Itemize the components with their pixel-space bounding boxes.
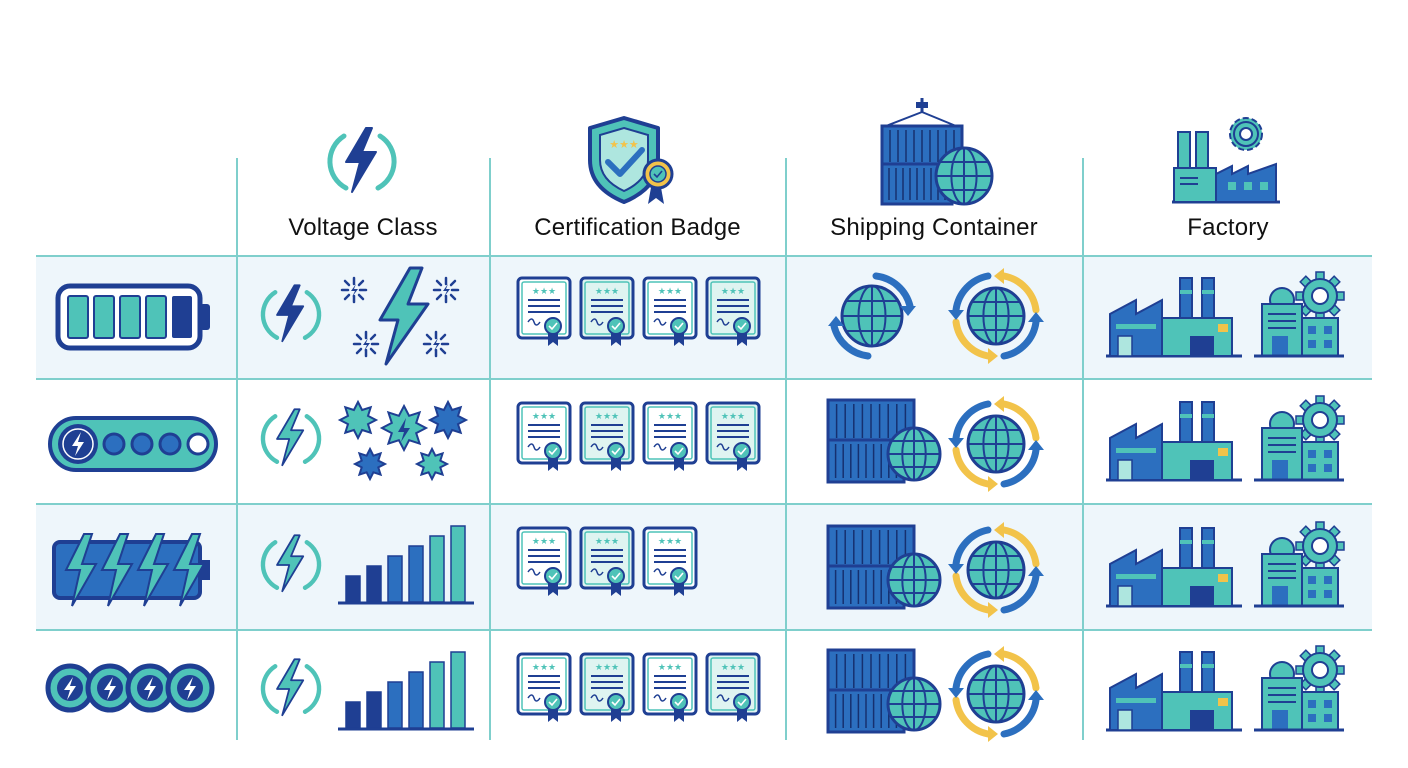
certificates-icon: ★★★ ★★★ ★★★ ★★★ [516, 276, 761, 346]
container-globe-icon [826, 648, 942, 734]
factory-icon [1106, 651, 1242, 732]
factory-icon [1106, 401, 1242, 482]
header-voltage-class: Voltage Class [288, 214, 438, 241]
svg-text:★★★: ★★★ [532, 287, 556, 297]
header-certification-badge: Certification Badge [534, 214, 741, 241]
header-factory: Factory [1187, 214, 1269, 241]
certificates-icon: ★★★ ★★★ ★★★ ★★★ [516, 401, 761, 471]
container-globe-icon [826, 398, 942, 484]
globe-cycle-icon [828, 272, 916, 360]
dot-slider-icon [48, 416, 218, 472]
svg-text:★★★: ★★★ [721, 663, 745, 673]
lightning-bolt-icon [327, 127, 397, 193]
grid-line [236, 158, 238, 740]
svg-text:★★★: ★★★ [532, 412, 556, 422]
lightning-battery-icon [52, 533, 210, 607]
grid-line [36, 255, 1372, 257]
header-shipping-container: Shipping Container [830, 214, 1038, 241]
globe-cycle-icon [948, 396, 1044, 492]
factory-gear-icon [1172, 117, 1280, 204]
container-globe-icon [826, 524, 942, 610]
factory-icon [1106, 527, 1242, 608]
bar-chart-icon [338, 651, 474, 731]
svg-text:★★★: ★★★ [609, 138, 639, 151]
grid-line [36, 629, 1372, 631]
container-globe-icon [880, 98, 994, 206]
svg-text:★★★: ★★★ [595, 412, 619, 422]
voltage-bolt-icon [260, 534, 322, 593]
svg-text:★★★: ★★★ [595, 663, 619, 673]
grid-line [489, 158, 491, 740]
voltage-bolt-icon [260, 408, 322, 467]
globe-cycle-icon [948, 268, 1044, 364]
svg-text:★★★: ★★★ [532, 663, 556, 673]
grid-line [36, 378, 1372, 380]
svg-text:★★★: ★★★ [595, 287, 619, 297]
grid-line [785, 158, 787, 740]
certificates-icon: ★★★ ★★★ ★★★ [516, 526, 698, 596]
svg-text:★★★: ★★★ [532, 537, 556, 547]
svg-text:★★★: ★★★ [658, 663, 682, 673]
svg-text:★★★: ★★★ [595, 537, 619, 547]
factory-icon [1106, 277, 1242, 358]
gear-building-icon [1254, 395, 1345, 482]
grid-line [1082, 158, 1084, 740]
shield-badge-icon: ★★★ [588, 116, 674, 204]
sparks-bolt-icon [340, 266, 460, 366]
svg-text:★★★: ★★★ [721, 287, 745, 297]
bar-chart-icon [338, 525, 474, 605]
stars-icon [337, 399, 469, 482]
globe-cycle-icon [948, 646, 1044, 742]
gear-building-icon [1254, 645, 1345, 732]
chain-rings-icon [45, 663, 215, 713]
globe-cycle-icon [948, 522, 1044, 618]
gear-building-icon [1254, 521, 1345, 608]
svg-text:★★★: ★★★ [658, 537, 682, 547]
grid-line [36, 503, 1372, 505]
voltage-bolt-icon [260, 284, 322, 343]
gear-building-icon [1254, 271, 1345, 358]
battery-icon [55, 283, 210, 351]
svg-text:★★★: ★★★ [721, 412, 745, 422]
voltage-bolt-icon [260, 658, 322, 717]
certificates-icon: ★★★ ★★★ ★★★ ★★★ [516, 652, 761, 722]
svg-text:★★★: ★★★ [658, 412, 682, 422]
svg-text:★★★: ★★★ [658, 287, 682, 297]
